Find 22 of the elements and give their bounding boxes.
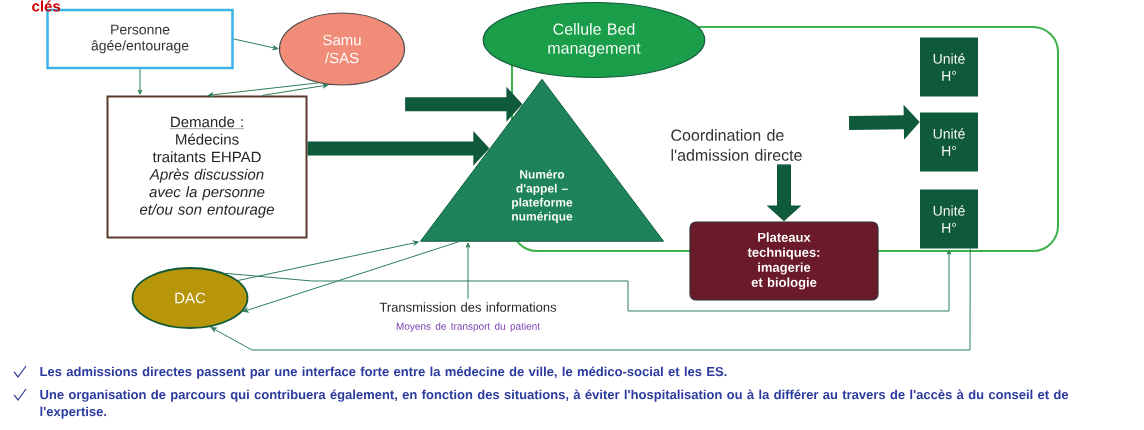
body-text: Coordination de l'admission directe bbox=[671, 129, 802, 161]
arrow bbox=[137, 68, 143, 95]
arrow bbox=[210, 248, 971, 351]
oval-node: DAC bbox=[131, 267, 249, 329]
process-box: Plateaux techniques: imagerie et biologie bbox=[689, 221, 879, 301]
arrow bbox=[207, 82, 319, 98]
unit-box: Unité H° bbox=[920, 37, 978, 97]
note-text: Les admissions directes passent par une interface forte entre la médecine de ville, le médico-social et les ES. bbox=[40, 366, 727, 379]
oval-node: Samu /SAS bbox=[278, 12, 406, 86]
arrow bbox=[465, 242, 471, 300]
arrow bbox=[233, 38, 279, 51]
arrow bbox=[237, 240, 419, 281]
unit-box: Unité H° bbox=[920, 189, 978, 249]
caption-text: Transmission des informations Moyens de transport du patient bbox=[379, 302, 557, 332]
request-box: Demande : Médecins traitants EHPAD Après discussion avec la personne et/ou son entourage bbox=[106, 95, 308, 239]
oval-node: Cellule Bed management bbox=[482, 1, 706, 79]
arrow bbox=[224, 249, 952, 312]
note-text: Une organisation de parcours qui contribuera également, en fonction des situations, à éviter l'hospitalisation ou à la différer au travers de l'accès à du conseil et de l'expertise. bbox=[40, 389, 1069, 419]
arrow bbox=[242, 241, 460, 313]
unit-box: Unité H° bbox=[920, 112, 978, 172]
triangle-node: Numéro d'appel – plateforme numérique bbox=[420, 78, 664, 242]
arrow bbox=[261, 83, 329, 96]
